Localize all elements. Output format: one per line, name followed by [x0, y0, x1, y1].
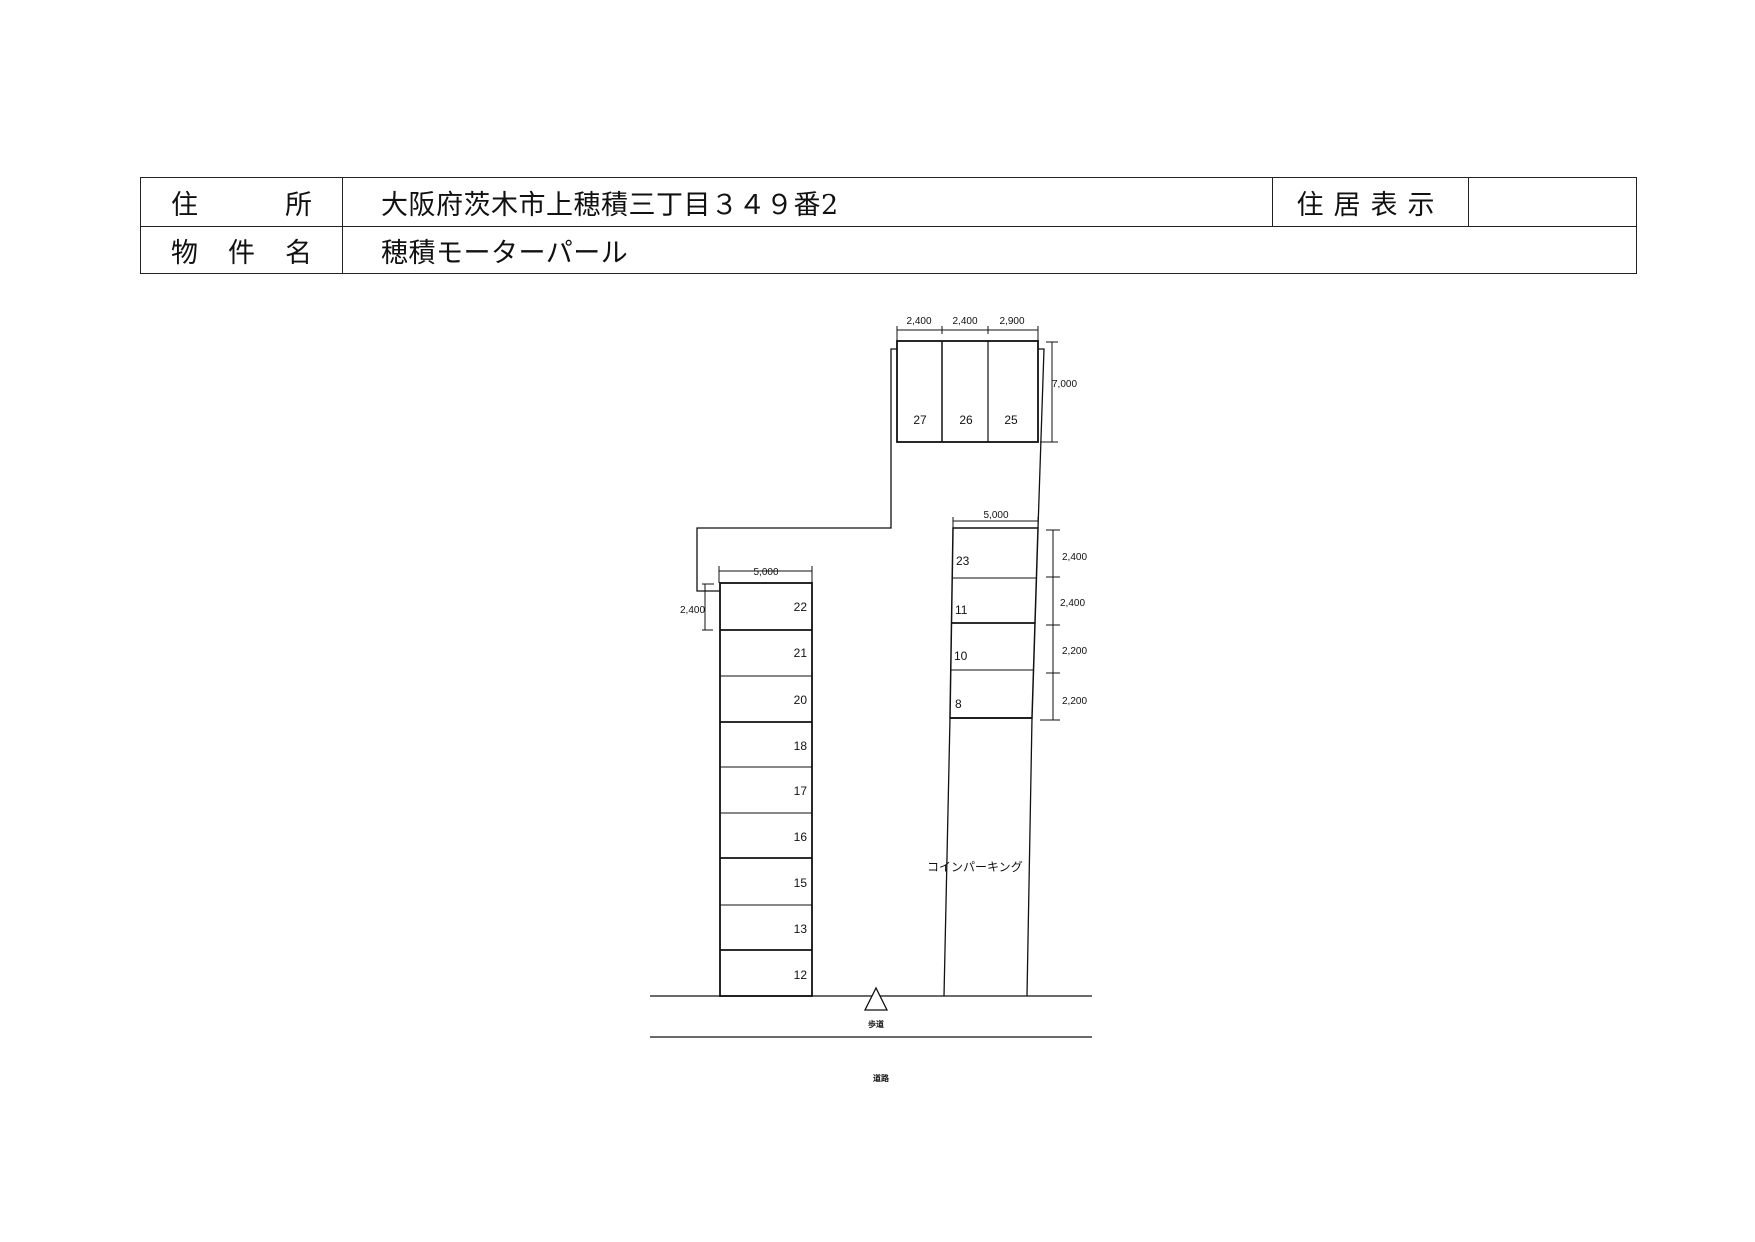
space-23: 23 — [956, 554, 970, 568]
property-info-table: 住 所 大阪府茨木市上穂積三丁目３４９番2 住居表示 物 件 名 穂積モーターパ… — [140, 177, 1637, 274]
dim-right-2: 2,400 — [1060, 598, 1085, 609]
dim-top-1: 2,400 — [906, 316, 931, 327]
property-label-char: 物 — [171, 237, 198, 269]
space-27: 27 — [913, 413, 927, 427]
address-row: 住 所 大阪府茨木市上穂積三丁目３４９番2 住居表示 — [141, 178, 1636, 227]
space-8: 8 — [955, 697, 962, 711]
top-parking-block — [896, 340, 1039, 443]
space-13: 13 — [794, 922, 808, 936]
space-10: 10 — [954, 649, 968, 663]
property-name-row: 物 件 名 穂積モーターパール — [141, 226, 1636, 274]
road-label: 道路 — [873, 1073, 890, 1083]
address-label: 住 所 — [141, 178, 343, 226]
coin-parking-left-edge — [943, 717, 951, 997]
site-boundary-left — [696, 348, 897, 592]
space-15: 15 — [794, 876, 808, 890]
property-label-char: 件 — [228, 237, 255, 269]
residence-display-label: 住居表示 — [1273, 178, 1469, 226]
address-label-char: 住 — [171, 189, 198, 221]
property-name-label: 物 件 名 — [141, 226, 343, 274]
address-label-char: 所 — [285, 189, 312, 221]
space-12: 12 — [794, 968, 808, 982]
space-22: 22 — [794, 600, 808, 614]
space-20: 20 — [794, 693, 808, 707]
space-21: 21 — [794, 646, 808, 660]
dim-top-block-depth: 7,000 — [1052, 379, 1077, 390]
dim-right-3: 2,200 — [1062, 646, 1087, 657]
space-11: 11 — [955, 603, 968, 617]
space-25: 25 — [1004, 413, 1018, 427]
address-value: 大阪府茨木市上穂積三丁目３４９番2 — [343, 178, 1273, 226]
dim-left-block-depth: 2,400 — [680, 605, 705, 616]
site-boundary-right — [1037, 348, 1045, 529]
property-label-char: 名 — [285, 237, 312, 269]
dim-right-4: 2,200 — [1062, 696, 1087, 707]
space-26: 26 — [959, 413, 973, 427]
dim-left-block-width: 5,000 — [753, 567, 778, 578]
dim-top-2: 2,400 — [952, 316, 977, 327]
dim-top-3: 2,900 — [999, 316, 1024, 327]
property-name-value: 穂積モーターパール — [381, 237, 629, 269]
dim-right-1: 2,400 — [1062, 552, 1087, 563]
coin-parking-label: コインパーキング — [927, 860, 1023, 874]
sidewalk-label: 歩道 — [868, 1019, 884, 1029]
space-18: 18 — [794, 739, 808, 753]
entrance-triangle-icon — [863, 986, 889, 1011]
space-16: 16 — [794, 830, 808, 844]
space-17: 17 — [794, 784, 808, 798]
dim-right-block-width: 5,000 — [983, 510, 1008, 521]
coin-parking-right-edge — [1026, 717, 1033, 997]
